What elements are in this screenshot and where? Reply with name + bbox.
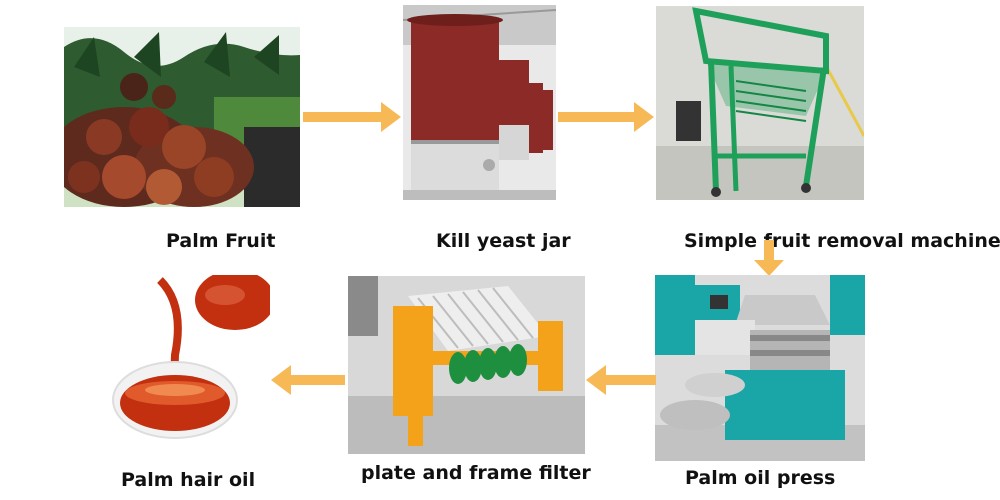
fruit-removal-machine-image [656, 6, 864, 200]
palm-fruit-label: Palm Fruit [166, 230, 276, 252]
arrow-left-icon [271, 365, 345, 395]
arrow-right-icon [558, 102, 654, 132]
palm-oil-press-label: Palm oil press [685, 467, 836, 489]
fruit-removal-machine-label: Simple fruit removal machine [684, 230, 1000, 252]
arrow-down-icon [754, 240, 784, 276]
palm-hair-oil-label: Palm hair oil [121, 469, 256, 491]
palm-hair-oil-image [95, 275, 270, 455]
plate-frame-filter-label: plate and frame filter [361, 462, 591, 484]
kill-yeast-jar-label: Kill yeast jar [436, 230, 571, 252]
arrow-right-icon [303, 102, 401, 132]
arrow-left-icon [586, 365, 656, 395]
kill-yeast-jar-image [403, 5, 556, 200]
palm-oil-press-image [655, 275, 865, 461]
palm-fruit-image [64, 27, 300, 207]
plate-frame-filter-image [348, 276, 585, 454]
